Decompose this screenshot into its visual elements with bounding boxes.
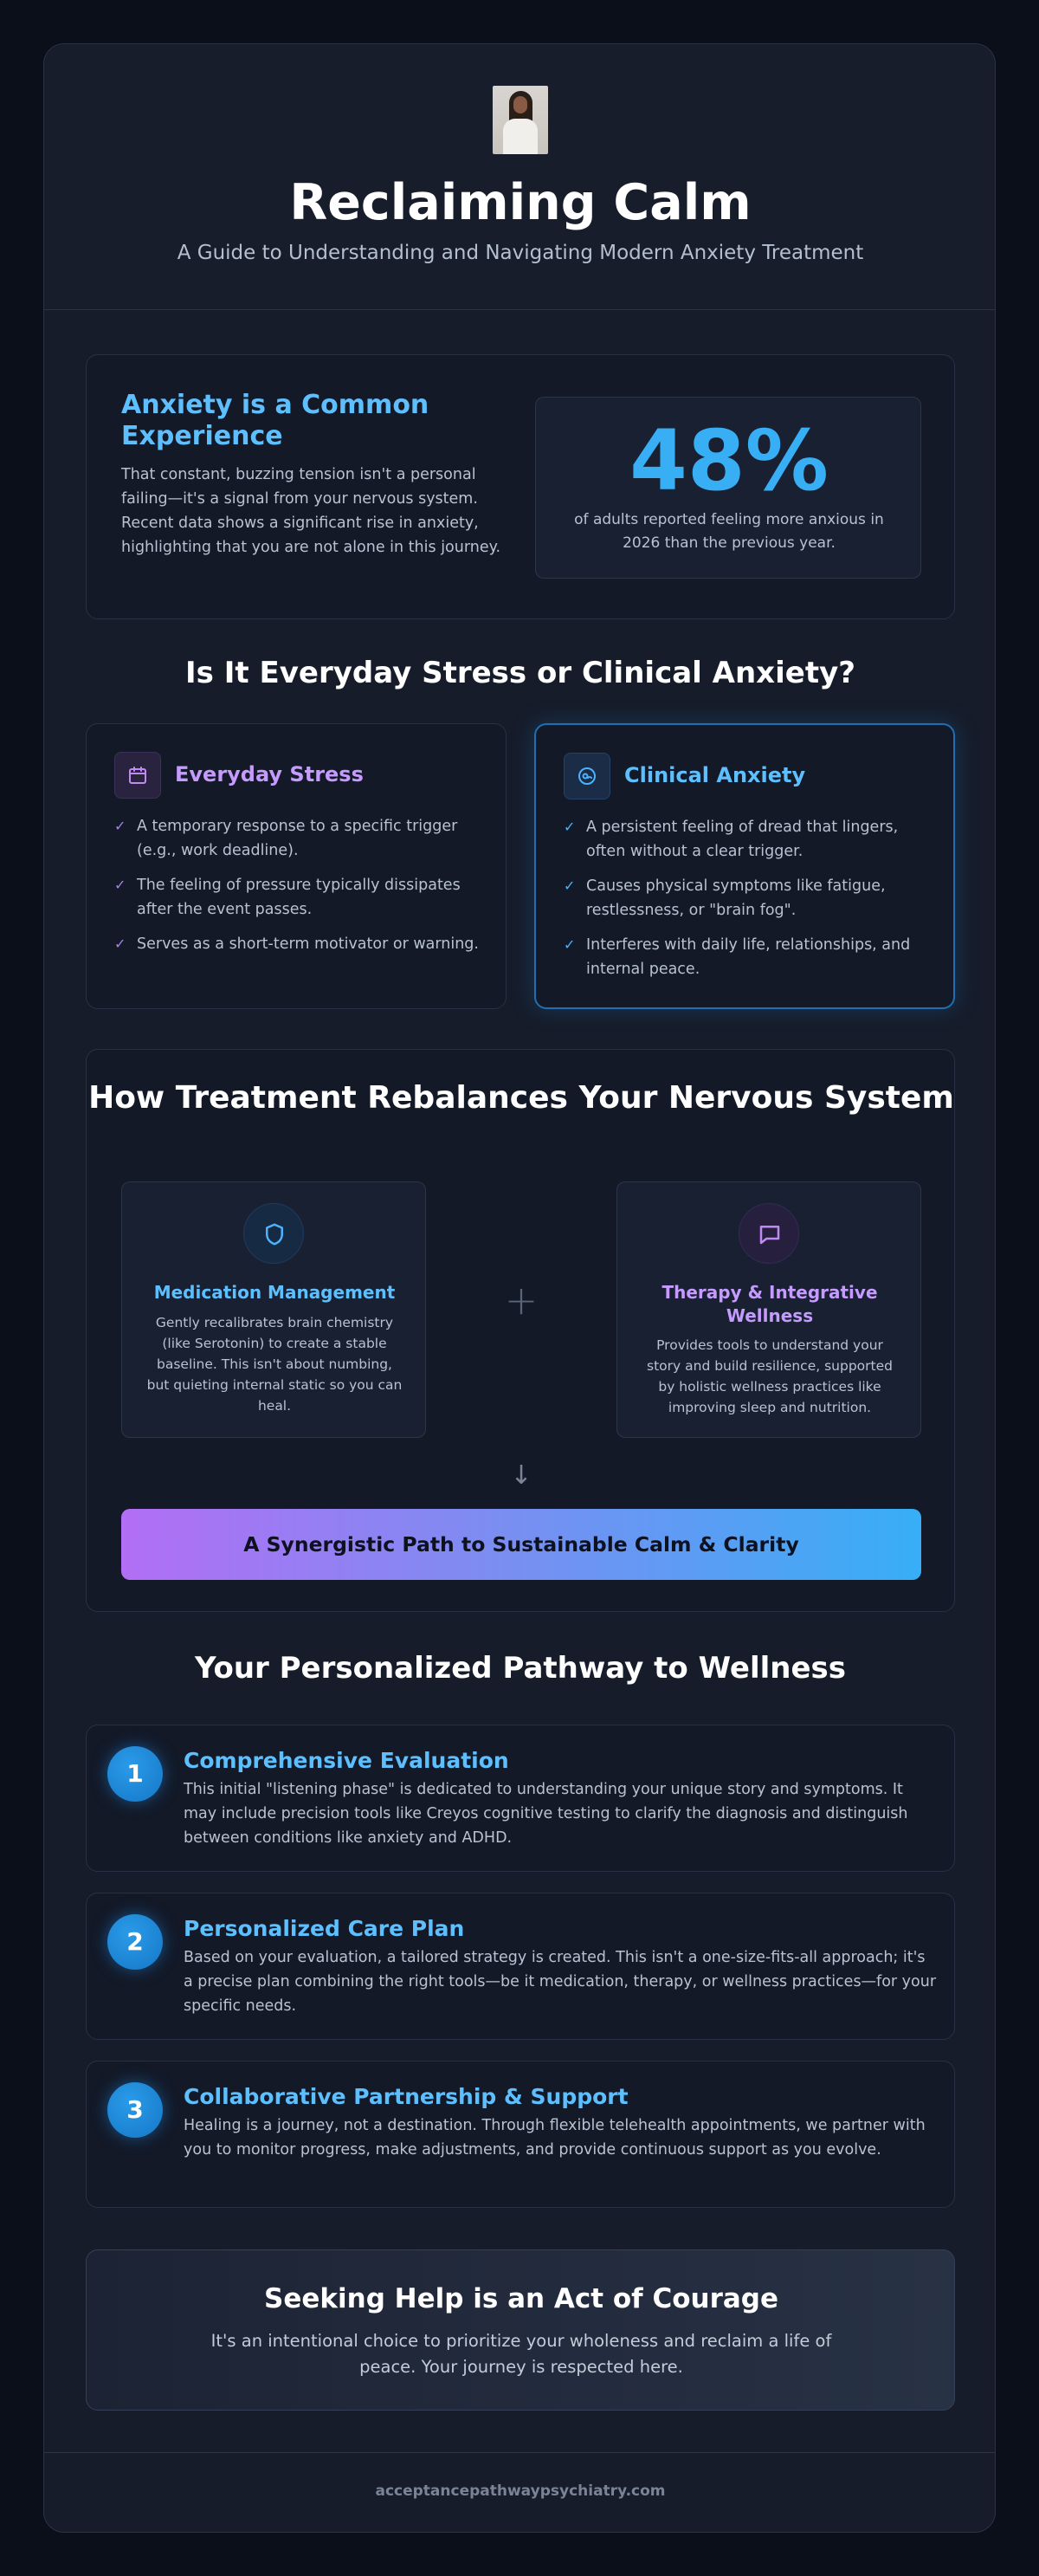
clinical-anxiety-list: ✓A persistent feeling of dread that ling…: [564, 815, 936, 992]
check-icon: ✓: [114, 818, 126, 834]
footer-site-link[interactable]: acceptancepathwaypsychiatry.com: [375, 2482, 666, 2500]
pathway-step: 2 Personalized Care Plan Based on your e…: [86, 1893, 955, 2040]
header: Reclaiming Calm A Guide to Understanding…: [44, 44, 995, 310]
arrow-down-icon: ↓: [510, 1460, 532, 1491]
cta-heading: Seeking Help is an Act of Courage: [264, 2283, 778, 2314]
page-subtitle: A Guide to Understanding and Navigating …: [177, 242, 864, 264]
clinical-anxiety-card: Clinical Anxiety ✓A persistent feeling o…: [534, 723, 955, 1009]
list-item: ✓Serves as a short-term motivator or war…: [114, 932, 487, 956]
step-number-badge: 1: [107, 1746, 163, 1802]
intro-body: That constant, buzzing tension isn't a p…: [121, 466, 501, 556]
treatment-panel: How Treatment Rebalances Your Nervous Sy…: [86, 1049, 955, 1612]
medication-card: Medication Management Gently recalibrate…: [121, 1181, 426, 1438]
step-heading: Collaborative Partnership & Support: [184, 2084, 629, 2109]
list-item: ✓Causes physical symptoms like fatigue, …: [564, 874, 936, 922]
calendar-icon: [114, 752, 161, 799]
medication-heading: Medication Management: [153, 1282, 396, 1303]
step-heading: Comprehensive Evaluation: [184, 1748, 509, 1773]
cta-panel: Seeking Help is an Act of Courage It's a…: [86, 2249, 955, 2411]
everyday-stress-heading: Everyday Stress: [175, 762, 364, 786]
therapy-card: Therapy & Integrative Wellness Provides …: [616, 1181, 921, 1438]
therapy-heading: Therapy & Integrative Wellness: [661, 1282, 878, 1326]
therapy-body: Provides tools to understand your story …: [647, 1337, 893, 1415]
check-icon: ✓: [114, 935, 126, 952]
everyday-stress-list: ✓A temporary response to a specific trig…: [114, 814, 487, 967]
shield-icon: [243, 1203, 304, 1264]
check-icon: ✓: [564, 819, 576, 835]
medication-body: Gently recalibrates brain chemistry (lik…: [146, 1315, 403, 1414]
clinical-anxiety-heading: Clinical Anxiety: [624, 763, 806, 787]
step-number-badge: 3: [107, 2082, 163, 2138]
check-icon: ✓: [564, 936, 576, 953]
step-body: This initial "listening phase" is dedica…: [184, 1781, 908, 1847]
list-item: ✓A temporary response to a specific trig…: [114, 814, 487, 863]
stat-caption: of adults reported feeling more anxious …: [574, 511, 884, 552]
step-heading: Personalized Care Plan: [184, 1916, 465, 1941]
footer: acceptancepathwaypsychiatry.com: [44, 2452, 995, 2532]
list-item: ✓A persistent feeling of dread that ling…: [564, 815, 936, 864]
chat-icon: [739, 1203, 799, 1264]
step-body: Healing is a journey, not a destination.…: [184, 2117, 926, 2159]
cta-body: It's an intentional choice to prioritize…: [210, 2331, 832, 2377]
page-title: Reclaiming Calm: [289, 174, 752, 231]
comparison-title: Is It Everyday Stress or Clinical Anxiet…: [185, 656, 855, 690]
author-photo: [493, 86, 548, 154]
infographic-card: Reclaiming Calm A Guide to Understanding…: [43, 43, 996, 2533]
intro-panel: Anxiety is a Common Experience That cons…: [86, 354, 955, 619]
synergy-banner: A Synergistic Path to Sustainable Calm &…: [121, 1509, 921, 1580]
step-body: Based on your evaluation, a tailored str…: [184, 1949, 937, 2015]
stat-value: 48%: [629, 412, 829, 509]
check-icon: ✓: [564, 877, 576, 894]
step-number-badge: 2: [107, 1914, 163, 1970]
stat-box: 48% of adults reported feeling more anxi…: [535, 397, 921, 579]
pathway-title: Your Personalized Pathway to Wellness: [194, 1651, 847, 1686]
list-item: ✓Interferes with daily life, relationshi…: [564, 933, 936, 981]
list-item: ✓The feeling of pressure typically dissi…: [114, 873, 487, 922]
check-icon: ✓: [114, 877, 126, 893]
plus-icon: +: [504, 1277, 539, 1324]
brain-icon: [564, 753, 610, 799]
intro-heading: Anxiety is a Common Experience: [121, 390, 429, 451]
pathway-step: 1 Comprehensive Evaluation This initial …: [86, 1725, 955, 1872]
pathway-step: 3 Collaborative Partnership & Support He…: [86, 2061, 955, 2208]
treatment-title: How Treatment Rebalances Your Nervous Sy…: [88, 1080, 954, 1116]
everyday-stress-card: Everyday Stress ✓A temporary response to…: [86, 723, 507, 1009]
